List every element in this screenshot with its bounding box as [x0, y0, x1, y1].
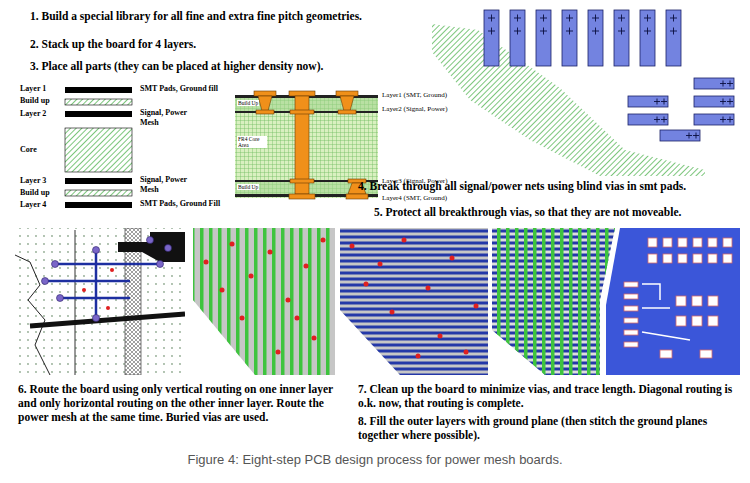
buildup-layer — [65, 190, 132, 196]
step-text: 3. Place all parts (they can be placed a… — [30, 60, 323, 74]
vias — [254, 91, 368, 199]
stackup-diagram — [65, 87, 132, 208]
red-vias — [204, 238, 326, 355]
region-label: Build Up — [237, 184, 259, 190]
fine-pitch-pad — [660, 130, 700, 141]
copper-layer — [235, 180, 378, 182]
fine-pitch-pad — [628, 114, 668, 125]
board-outline — [15, 255, 50, 375]
step-text: 5. Protect all breakthrough vias, so tha… — [374, 206, 681, 220]
layer-label: Layer1 (SMT, Ground) — [382, 91, 447, 99]
layer-name: Layer 1 — [20, 84, 46, 94]
layer-name: Layer 3 — [20, 176, 46, 186]
layer-label: Layer4 (SMT, Ground) — [382, 194, 447, 202]
board-cross-section — [235, 91, 378, 199]
layer-function: Signal, Power Mesh — [140, 175, 202, 194]
layer-name: Layer 2 — [20, 109, 46, 119]
figure-caption: Figure 4: Eight-step PCB design process … — [0, 452, 750, 468]
fine-pitch-pad — [628, 96, 668, 107]
layer-label: Layer2 (Signal, Power) — [382, 105, 448, 113]
fine-pitch-pad — [640, 10, 655, 66]
buildup-layer — [65, 99, 132, 105]
red-vias — [350, 238, 479, 359]
routing-detail-panel — [15, 228, 185, 375]
fine-pitch-pad — [666, 10, 681, 66]
copper-layer — [235, 111, 378, 113]
layer-function: Signal, Power Mesh — [140, 108, 202, 127]
step-text: 6. Route the board using only vertical r… — [18, 383, 348, 424]
step-text: 2. Stack up the board for 4 layers. — [30, 38, 196, 52]
copper-shape — [118, 232, 185, 262]
fine-pitch-pad — [694, 96, 734, 107]
copper-layer — [65, 178, 132, 184]
region-label: FR4 Core Area — [237, 136, 267, 148]
fine-pitch-pad — [694, 114, 734, 125]
clearance-lines — [642, 284, 690, 340]
fine-pitch-pad — [588, 10, 603, 66]
step-text: 7. Clean up the board to minimize vias, … — [358, 383, 744, 411]
layer-name: Build up — [20, 188, 50, 198]
copper-layer — [65, 87, 132, 93]
vertical-routing-panel — [193, 228, 335, 375]
signal-traces — [45, 250, 160, 318]
fine-pitch-pad — [614, 10, 629, 66]
copper-layer — [65, 202, 132, 208]
via-dots — [42, 237, 172, 322]
region-label: Build Up — [237, 100, 259, 106]
fine-pitch-pad — [694, 78, 734, 89]
copper-layer — [65, 111, 132, 117]
fine-pitch-pad — [562, 10, 577, 66]
component-placement-view — [432, 10, 734, 176]
fine-pitch-pad — [510, 10, 525, 66]
red-vias — [82, 268, 114, 310]
step-text: 4. Break through all signal/power nets u… — [358, 180, 686, 194]
fine-pitch-pad — [484, 10, 499, 66]
layer-name: Layer 4 — [20, 200, 46, 210]
laminate — [235, 96, 378, 198]
horizontal-routing-panel — [340, 228, 488, 375]
layer-name: Build up — [20, 96, 50, 106]
layer-function: SMT Pads, Ground fill — [140, 84, 218, 94]
layer-function: SMT Pads, Ground Fill — [140, 199, 220, 209]
ground-plane — [606, 228, 740, 375]
step-text: 1. Build a special library for all fine … — [30, 10, 362, 24]
finished-board-panel — [492, 228, 740, 375]
copper-trace — [30, 314, 185, 326]
step-text: 8. Fill the outer layers with ground pla… — [358, 415, 744, 443]
layer-name: Core — [20, 145, 37, 155]
smt-pads — [624, 238, 732, 358]
core-layer — [65, 128, 132, 172]
fine-pitch-pad — [536, 10, 551, 66]
